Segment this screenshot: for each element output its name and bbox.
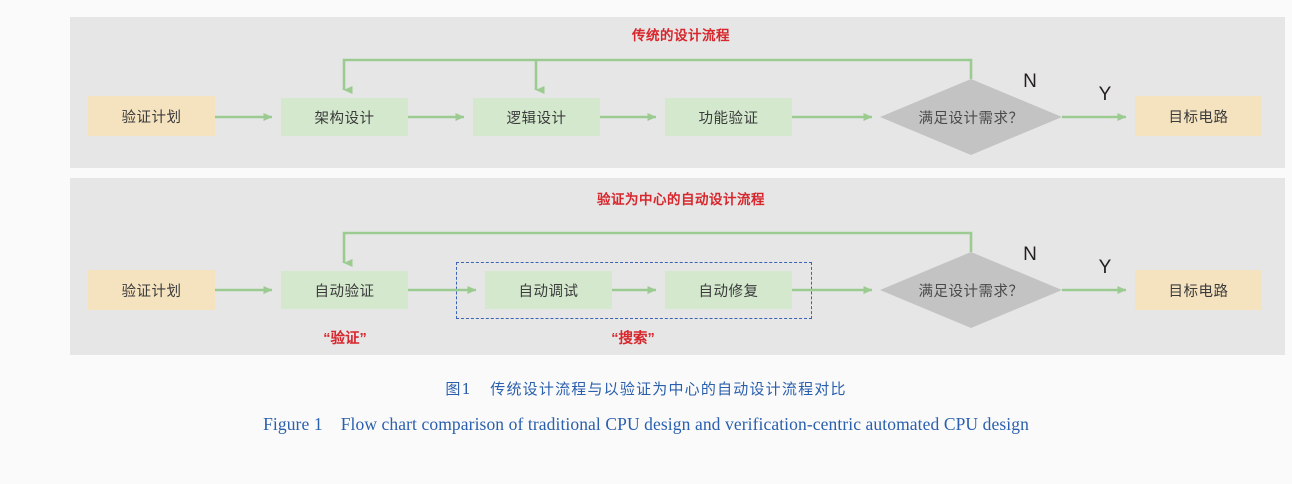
node-target-circuit-automated: 目标电路 — [1135, 270, 1262, 310]
decision-label: 满足设计需求？ — [918, 283, 1024, 300]
branch-label-yes-traditional: Y — [1098, 84, 1112, 105]
caption-english-label: Figure 1 — [263, 414, 323, 434]
decision-label: 满足设计需求？ — [918, 110, 1024, 127]
flow-panel-automated — [70, 178, 1285, 355]
node-target-circuit-traditional: 目标电路 — [1135, 96, 1262, 136]
annotation-search: “搜索” — [611, 331, 655, 347]
flow-panel-traditional — [70, 17, 1285, 168]
annotation-verify: “验证” — [323, 331, 367, 347]
caption-english: Figure 1 Flow chart comparison of traditi… — [0, 414, 1292, 435]
caption-chinese: 图1 传统设计流程与以验证为中心的自动设计流程对比 — [0, 378, 1292, 399]
node-function-verification: 功能验证 — [665, 98, 792, 136]
flow-title-traditional: 传统的设计流程 — [632, 28, 730, 43]
node-logic-design: 逻辑设计 — [473, 98, 600, 136]
node-architecture-design: 架构设计 — [281, 98, 408, 136]
caption-chinese-text: 传统设计流程与以验证为中心的自动设计流程对比 — [490, 380, 847, 398]
node-auto-verification: 自动验证 — [281, 271, 408, 309]
branch-label-no-traditional: N — [1023, 71, 1037, 92]
decision-meets-requirements-traditional: 满足设计需求？ — [880, 79, 1062, 155]
branch-label-yes-automated: Y — [1098, 257, 1112, 278]
node-auto-debug: 自动调试 — [485, 271, 612, 309]
caption-chinese-label: 图1 — [445, 380, 473, 398]
branch-label-no-automated: N — [1023, 244, 1037, 265]
flow-title-automated: 验证为中心的自动设计流程 — [597, 192, 765, 207]
node-verification-plan-automated: 验证计划 — [88, 270, 215, 310]
caption-english-text: Flow chart comparison of traditional CPU… — [340, 414, 1029, 434]
node-auto-repair: 自动修复 — [665, 271, 792, 309]
node-verification-plan-traditional: 验证计划 — [88, 96, 215, 136]
decision-meets-requirements-automated: 满足设计需求？ — [880, 252, 1062, 328]
